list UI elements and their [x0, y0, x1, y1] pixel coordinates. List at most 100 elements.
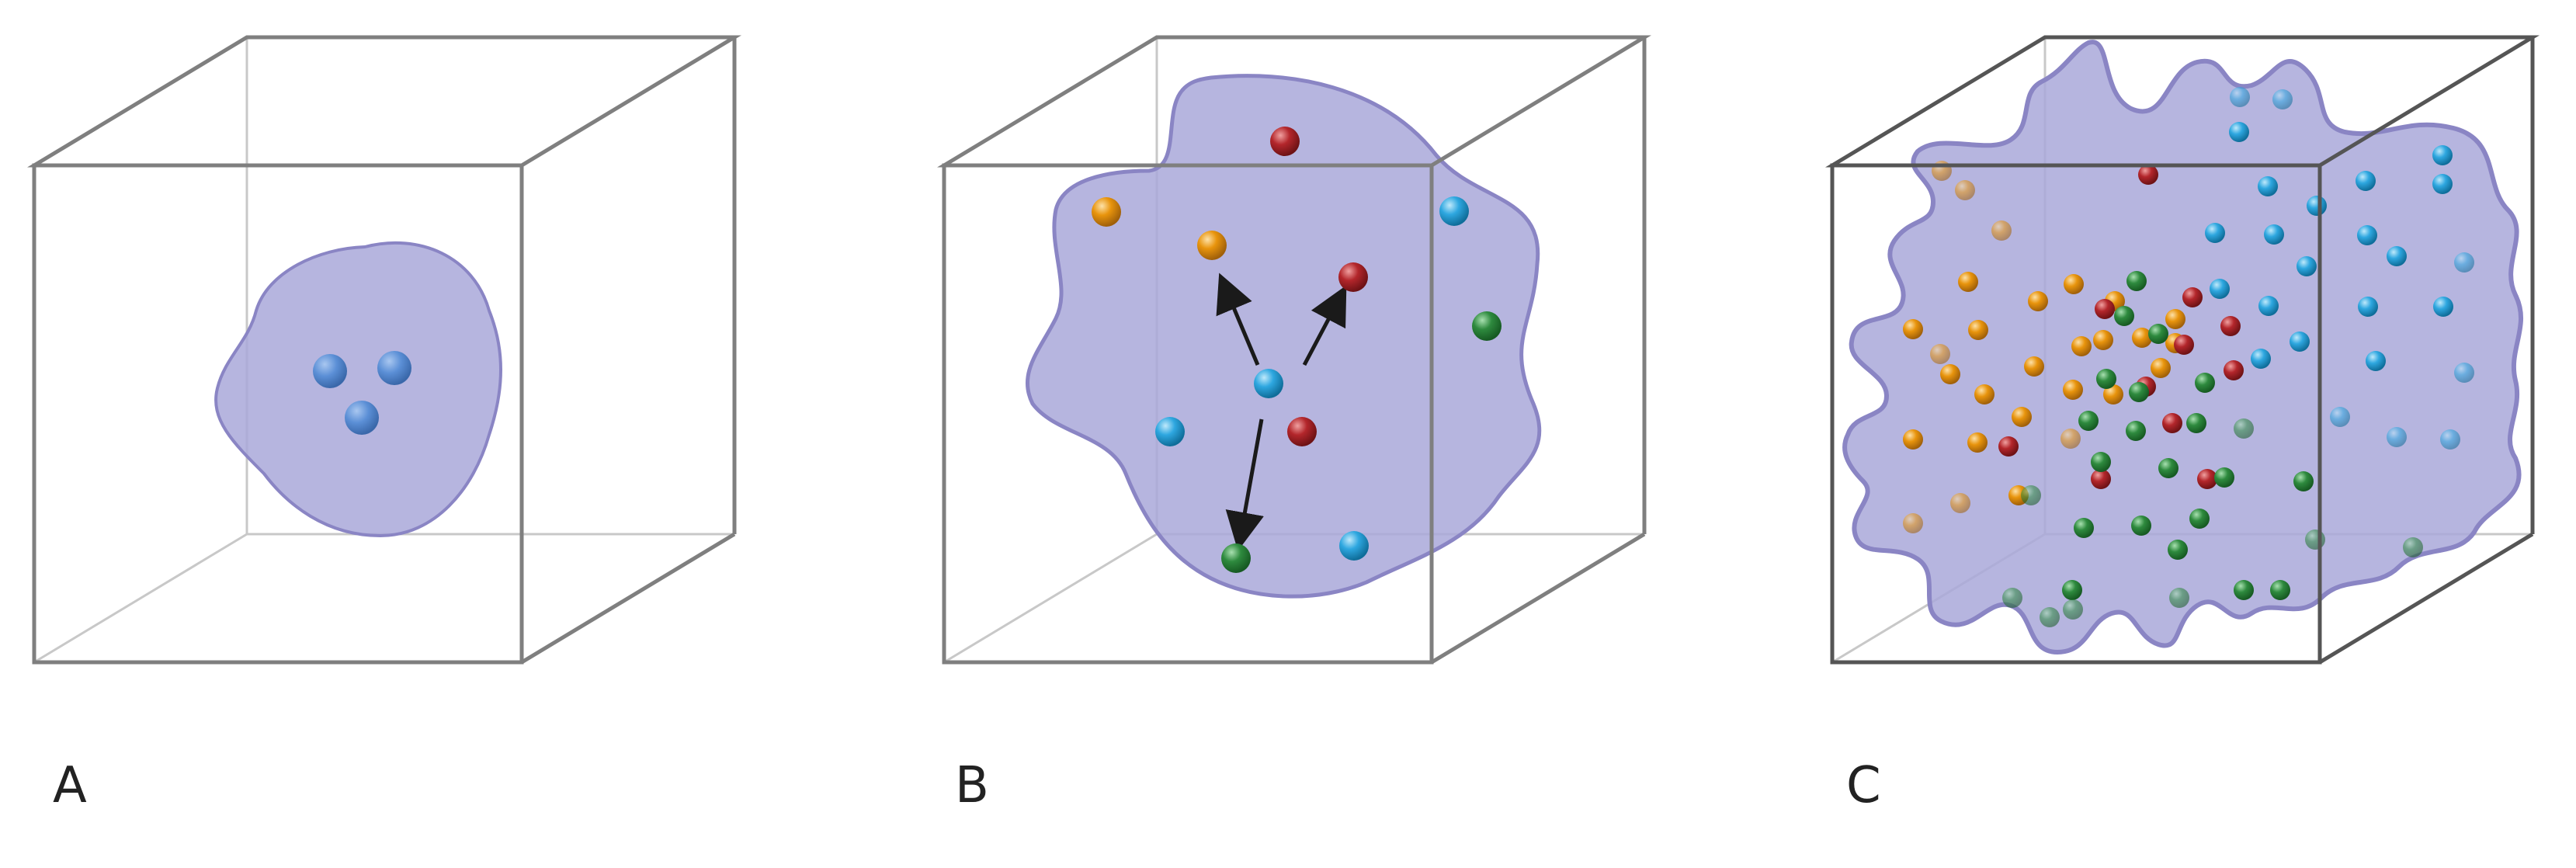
sphere-icon — [1968, 320, 1988, 340]
sphere-icon — [1254, 369, 1283, 398]
sphere-icon — [1903, 513, 1923, 533]
sphere-icon — [1930, 344, 1950, 364]
sphere-icon — [1903, 429, 1923, 450]
sphere-icon — [1998, 436, 2019, 457]
sphere-icon — [1958, 272, 1978, 292]
particles-c — [1903, 87, 2474, 627]
sphere-icon — [2293, 471, 2314, 491]
panel-c — [1825, 35, 2540, 665]
sphere-icon — [1439, 196, 1469, 226]
sphere-icon — [2114, 306, 2134, 326]
sphere-icon — [2220, 316, 2241, 336]
sphere-icon — [2165, 309, 2185, 329]
sphere-icon — [2040, 607, 2060, 627]
sphere-icon — [2433, 297, 2453, 317]
sphere-icon — [2454, 363, 2474, 383]
sphere-icon — [2229, 122, 2249, 142]
sphere-icon — [2103, 384, 2123, 404]
sphere-icon — [1472, 311, 1502, 341]
sphere-icon — [2432, 145, 2453, 165]
sphere-icon — [2440, 429, 2460, 450]
panel-label-b: B — [955, 757, 989, 814]
sphere-icon — [2210, 279, 2230, 299]
sphere-icon — [2234, 418, 2254, 439]
sphere-icon — [2169, 588, 2189, 608]
sphere-icon — [2251, 349, 2271, 369]
sphere-icon — [1903, 319, 1923, 339]
sphere-icon — [2126, 271, 2147, 291]
seed-particle-2 — [377, 351, 411, 385]
sphere-icon — [2021, 485, 2041, 505]
panel-label-a: A — [53, 757, 87, 814]
sphere-icon — [2071, 336, 2092, 356]
sphere-icon — [2330, 407, 2350, 427]
sphere-icon — [2258, 176, 2278, 196]
sphere-icon — [2024, 356, 2044, 377]
sphere-icon — [2205, 223, 2225, 243]
sphere-icon — [2095, 299, 2115, 319]
sphere-icon — [1270, 127, 1300, 156]
particles-b — [1092, 127, 1502, 573]
sphere-icon — [2138, 165, 2158, 185]
sphere-icon — [2454, 252, 2474, 273]
sphere-icon — [1950, 493, 1970, 513]
sphere-icon — [2195, 373, 2215, 393]
sphere-icon — [2091, 452, 2111, 472]
sphere-icon — [2197, 469, 2217, 489]
sphere-icon — [2129, 382, 2149, 402]
sphere-icon — [2258, 296, 2279, 316]
sphere-icon — [2297, 256, 2317, 276]
sphere-icon — [2093, 330, 2113, 350]
panel-label-c: C — [1846, 757, 1881, 814]
sphere-icon — [2078, 411, 2099, 431]
sphere-icon — [2132, 328, 2152, 348]
sphere-icon — [2230, 87, 2250, 107]
sphere-icon — [2356, 171, 2376, 191]
sphere-icon — [1092, 197, 1121, 227]
sphere-icon — [1287, 417, 1317, 446]
sphere-icon — [2028, 291, 2048, 311]
sphere-icon — [2162, 413, 2182, 433]
sphere-icon — [2158, 458, 2178, 478]
sphere-icon — [2096, 369, 2116, 389]
sphere-icon — [2290, 332, 2310, 352]
sphere-icon — [2151, 358, 2171, 378]
sphere-icon — [2064, 274, 2084, 294]
sphere-icon — [2174, 335, 2194, 355]
sphere-icon — [2074, 518, 2094, 538]
sphere-icon — [2060, 429, 2081, 449]
sphere-icon — [1339, 531, 1369, 561]
sphere-icon — [2182, 287, 2203, 307]
sphere-icon — [2063, 380, 2083, 400]
sphere-icon — [2189, 509, 2210, 529]
sphere-icon — [2358, 297, 2378, 317]
cube-b-front-edges — [937, 35, 1651, 665]
sphere-icon — [2002, 588, 2022, 608]
sphere-icon — [2224, 360, 2244, 380]
sphere-icon — [2234, 580, 2254, 600]
sphere-icon — [1955, 180, 1975, 200]
blob-a — [214, 241, 502, 538]
cube-c-front-edges — [1825, 35, 2540, 665]
sphere-icon — [1940, 364, 1960, 384]
sphere-icon — [2062, 580, 2082, 600]
sphere-icon — [2264, 224, 2284, 245]
sphere-icon — [2432, 174, 2453, 194]
sphere-icon — [2126, 421, 2146, 441]
sphere-icon — [2214, 467, 2234, 488]
sphere-icon — [2307, 196, 2327, 216]
sphere-icon — [2091, 469, 2111, 489]
blob-b — [1025, 74, 1542, 599]
sphere-icon — [2305, 529, 2325, 550]
panel-b — [937, 35, 1651, 665]
seed-particle-1 — [313, 354, 347, 388]
sphere-icon — [2131, 516, 2151, 536]
sphere-icon — [1991, 220, 2012, 241]
arrow-icon — [1216, 273, 1260, 366]
sphere-icon — [2403, 537, 2423, 557]
seed-particle-3 — [345, 401, 379, 435]
arrow-icon — [1225, 418, 1264, 551]
sphere-icon — [2148, 324, 2168, 344]
